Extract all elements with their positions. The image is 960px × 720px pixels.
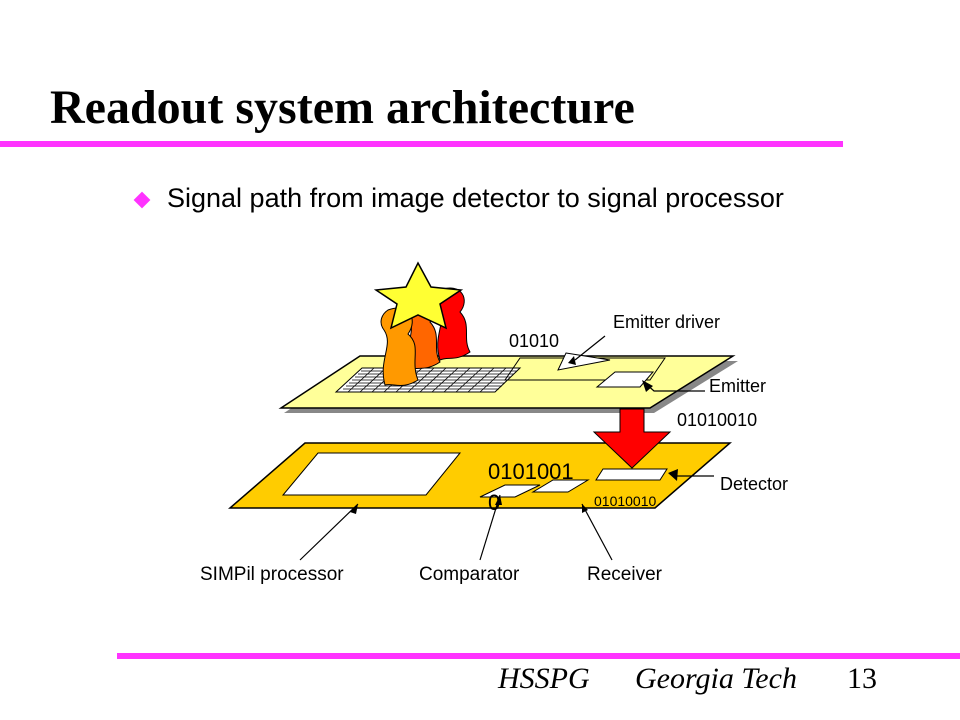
label-detector: Detector (720, 474, 788, 494)
title-underline (0, 141, 843, 147)
label-top-bits: 01010 (509, 331, 559, 351)
emitter-element (595, 371, 655, 388)
simpil-arrowhead (350, 504, 358, 514)
label-emitter: Emitter (709, 376, 766, 396)
comparator-leader (479, 494, 501, 561)
label-emitted-bits: 01010010 (677, 410, 757, 430)
receiver-element (531, 479, 590, 493)
comparator-element (479, 484, 541, 498)
label-receiver: Receiver (587, 564, 663, 585)
slide-title: Readout system architecture (50, 81, 635, 134)
label-big-bits-line1: 0101001 (488, 459, 574, 484)
footer-rule (117, 653, 960, 659)
emitter-driver-leader (574, 335, 606, 361)
label-big-bits-line2: 0 (488, 490, 500, 515)
receiver-arrowhead (582, 504, 588, 513)
label-small-bits: 01010010 (594, 493, 657, 509)
detector-arrowhead (668, 469, 678, 481)
comparator-arrowhead (495, 495, 502, 505)
simpil-leader (299, 503, 359, 561)
bullet-text: Signal path from image detector to signa… (167, 183, 784, 213)
bottom-plane (227, 442, 733, 509)
star-icon (373, 261, 464, 330)
signal-arrow-icon (592, 408, 672, 469)
label-simpil-processor: SIMPil processor (200, 564, 344, 585)
emitter-driver-arrowhead (568, 356, 576, 365)
footer-institution: Georgia Tech (635, 662, 797, 695)
receiver-leader (581, 503, 613, 561)
emitter-driver-element (557, 352, 611, 371)
emitter-arrowhead (642, 380, 653, 392)
detector-element (595, 468, 668, 481)
label-comparator: Comparator (419, 564, 520, 585)
footer-org: HSSPG (498, 662, 590, 695)
label-emitter-driver: Emitter driver (613, 312, 720, 332)
page-number: 13 (847, 662, 877, 695)
